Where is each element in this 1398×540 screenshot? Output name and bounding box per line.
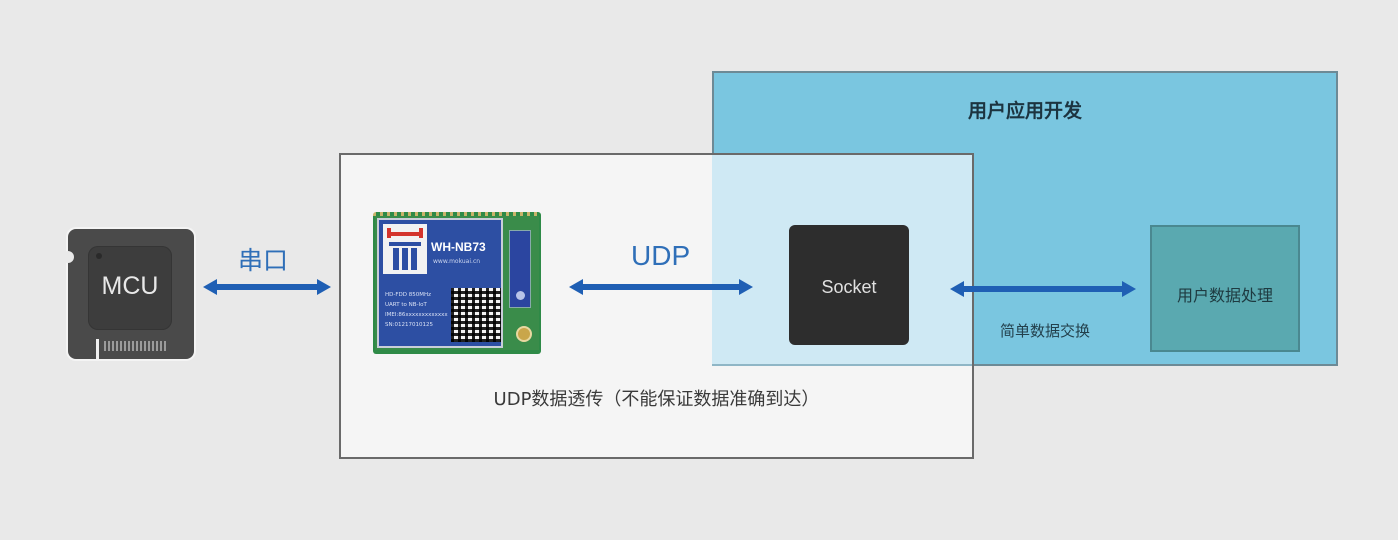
- udp-passthrough-caption: UDP数据透传（不能保证数据准确到达）: [493, 389, 820, 410]
- qr-code-icon: [451, 288, 501, 342]
- serial-double-arrow-icon: [203, 279, 331, 295]
- module-url: www.mokuai.cn: [433, 258, 481, 265]
- mcu-label: MCU: [101, 272, 159, 300]
- antenna-dot: [516, 291, 525, 300]
- mcu-core: MCU: [88, 246, 172, 330]
- udp-double-arrow-icon: [569, 279, 753, 295]
- module-logo-icon: [383, 224, 427, 274]
- mcu-pins: [104, 341, 168, 351]
- mcu-pin1-dot: [96, 253, 102, 259]
- module-antenna-strip: [509, 230, 531, 308]
- exchange-double-arrow-icon: [950, 281, 1136, 297]
- module-spec-line: UART to NB-IoT: [385, 302, 427, 308]
- udp-link-label: UDP: [631, 240, 691, 271]
- user-data-processing-block: 用户数据处理: [1150, 225, 1300, 352]
- module-shield: WH-NB73 www.mokuai.cn HD-FDD 850MHz UART…: [377, 218, 503, 348]
- socket-label: Socket: [821, 277, 877, 297]
- exchange-link-label: 简单数据交换: [1000, 322, 1091, 340]
- module-spec-line: IMEI:86xxxxxxxxxxxxx: [385, 312, 448, 318]
- socket-block: Socket: [789, 225, 909, 345]
- mcu-chip-icon: MCU: [62, 229, 194, 359]
- serial-link-label: 串口: [238, 247, 289, 275]
- mcu-slot: [96, 339, 99, 359]
- mcu-notch: [62, 251, 74, 263]
- antenna-connector-icon: [516, 326, 532, 342]
- module-model-name: WH-NB73: [431, 240, 486, 254]
- module-spec-line: HD-FDD 850MHz: [385, 292, 432, 298]
- module-specs: HD-FDD 850MHz UART to NB-IoT IMEI:86xxxx…: [385, 290, 448, 330]
- user-data-processing-label: 用户数据处理: [1176, 286, 1273, 305]
- module-board: WH-NB73 www.mokuai.cn HD-FDD 850MHz UART…: [375, 216, 539, 350]
- module-spec-line: SN:01217010125: [385, 322, 433, 328]
- nb-iot-module-image: WH-NB73 www.mokuai.cn HD-FDD 850MHz UART…: [373, 212, 541, 354]
- user-app-title: 用户应用开发: [967, 100, 1082, 122]
